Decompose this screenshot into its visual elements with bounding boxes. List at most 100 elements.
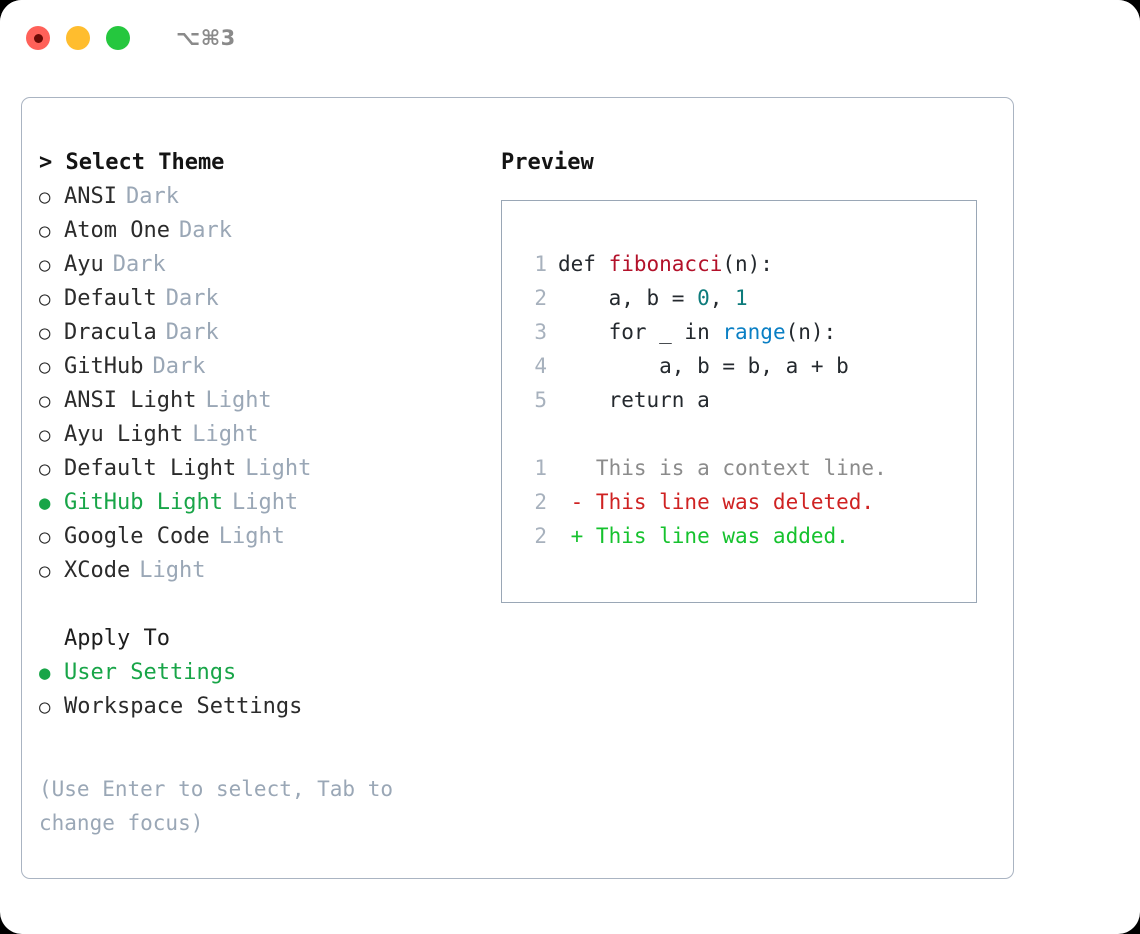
line-number: 1 xyxy=(534,252,547,276)
theme-option-label: ANSI xyxy=(64,184,117,209)
code-token-plain: def xyxy=(558,252,609,276)
keyboard-shortcut-label: ⌥⌘3 xyxy=(176,26,236,50)
code-token-plain: a, b = xyxy=(558,286,698,310)
diff-text: + This line was added. xyxy=(558,524,849,548)
radio-empty-icon: ○ xyxy=(39,186,51,208)
code-token-plain: (n): xyxy=(785,320,837,344)
diff-sample: 1 This is a context line.2 - This line w… xyxy=(519,451,976,553)
radio-empty-icon: ○ xyxy=(39,220,51,242)
theme-option-ansi-light[interactable]: ○ ANSI Light Light xyxy=(39,384,484,418)
line-number: 2 xyxy=(534,286,547,310)
code-line: 3 for _ in range(n): xyxy=(519,315,976,349)
code-text: a, b = 0, 1 xyxy=(558,281,748,315)
code-token-plain: , xyxy=(709,286,736,310)
radio-empty-icon: ○ xyxy=(39,288,51,310)
spacer xyxy=(39,724,484,772)
theme-option-label: XCode xyxy=(64,558,131,583)
code-text: a, b = b, a + b xyxy=(558,349,849,383)
theme-option-label: Default xyxy=(64,286,157,311)
radio-empty-icon: ○ xyxy=(39,458,51,480)
radio-empty-icon: ○ xyxy=(39,356,51,378)
theme-option-kind: Dark xyxy=(125,184,179,209)
diff-line-del: 2 - This line was deleted. xyxy=(519,485,976,519)
theme-option-label: Ayu Light xyxy=(64,422,184,447)
radio-empty-icon: ○ xyxy=(39,254,51,276)
theme-option-label: Google Code xyxy=(64,524,210,549)
theme-option-label: Dracula xyxy=(64,320,157,345)
radio-empty-icon: ○ xyxy=(39,560,51,582)
title-bar: ⌥⌘3 xyxy=(0,0,1140,76)
theme-option-kind: Light xyxy=(231,490,299,515)
theme-option-label: Default Light xyxy=(64,456,237,481)
radio-empty-icon: ○ xyxy=(39,424,51,446)
code-token-plain: a, b = b, a + b xyxy=(558,354,849,378)
close-button[interactable] xyxy=(26,26,50,50)
theme-option-kind: Dark xyxy=(165,320,219,345)
diff-line-ctx: 1 This is a context line. xyxy=(519,451,976,485)
code-text: def fibonacci(n): xyxy=(558,247,773,281)
line-number: 3 xyxy=(534,320,547,344)
theme-option-label: ANSI Light xyxy=(64,388,197,413)
code-token-call: range xyxy=(722,320,786,344)
diff-text: This is a context line. xyxy=(558,456,887,480)
theme-option-default[interactable]: ○ Default Dark xyxy=(39,282,484,316)
code-line: 4 a, b = b, a + b xyxy=(519,349,976,383)
apply-option-label: Workspace Settings xyxy=(64,694,303,719)
apply-option-user-settings[interactable]: ● User Settings xyxy=(39,656,484,690)
spacer xyxy=(519,417,976,451)
diff-line-add: 2 + This line was added. xyxy=(519,519,976,553)
code-token-plain: return a xyxy=(558,388,710,412)
radio-selected-icon: ● xyxy=(39,492,51,514)
theme-option-ansi[interactable]: ○ ANSI Dark xyxy=(39,180,484,214)
window-controls xyxy=(26,26,130,50)
line-number: 2 xyxy=(534,490,547,514)
radio-empty-icon: ○ xyxy=(39,696,51,718)
theme-option-kind: Dark xyxy=(112,252,166,277)
radio-empty-icon: ○ xyxy=(39,322,51,344)
code-line: 5 return a xyxy=(519,383,976,417)
line-number: 1 xyxy=(534,456,547,480)
help-hint-text: (Use Enter to select, Tab to change focu… xyxy=(39,777,394,835)
select-theme-header: > Select Theme xyxy=(39,150,225,175)
line-number: 2 xyxy=(534,524,547,548)
theme-option-dracula[interactable]: ○ Dracula Dark xyxy=(39,316,484,350)
code-line: 1 def fibonacci(n): xyxy=(519,247,976,281)
minimize-button[interactable] xyxy=(66,26,90,50)
apply-to-header: Apply To xyxy=(64,626,170,651)
line-number: 5 xyxy=(534,388,547,412)
radio-empty-icon: ○ xyxy=(39,390,51,412)
theme-option-kind: Light xyxy=(139,558,206,583)
theme-option-kind: Dark xyxy=(165,286,219,311)
spacer xyxy=(39,588,484,622)
line-number: 4 xyxy=(534,354,547,378)
code-token-plain: for _ in xyxy=(558,320,723,344)
radio-selected-icon: ● xyxy=(39,662,51,684)
code-token-fn: fibonacci xyxy=(608,252,723,276)
theme-option-default-light[interactable]: ○ Default Light Light xyxy=(39,452,484,486)
theme-option-kind: Light xyxy=(245,456,312,481)
apply-to-list[interactable]: ● User Settings ○ Workspace Settings xyxy=(39,656,484,724)
code-token-plain: (n): xyxy=(722,252,773,276)
diff-text: - This line was deleted. xyxy=(558,490,875,514)
theme-option-label: Atom One xyxy=(64,218,170,243)
apply-option-workspace-settings[interactable]: ○ Workspace Settings xyxy=(39,690,484,724)
code-line: 2 a, b = 0, 1 xyxy=(519,281,976,315)
theme-option-kind: Light xyxy=(218,524,285,549)
theme-option-kind: Light xyxy=(205,388,272,413)
code-token-num: 1 xyxy=(735,286,748,310)
maximize-button[interactable] xyxy=(106,26,130,50)
apply-option-label: User Settings xyxy=(64,660,237,685)
theme-option-xcode[interactable]: ○ XCode Light xyxy=(39,554,484,588)
